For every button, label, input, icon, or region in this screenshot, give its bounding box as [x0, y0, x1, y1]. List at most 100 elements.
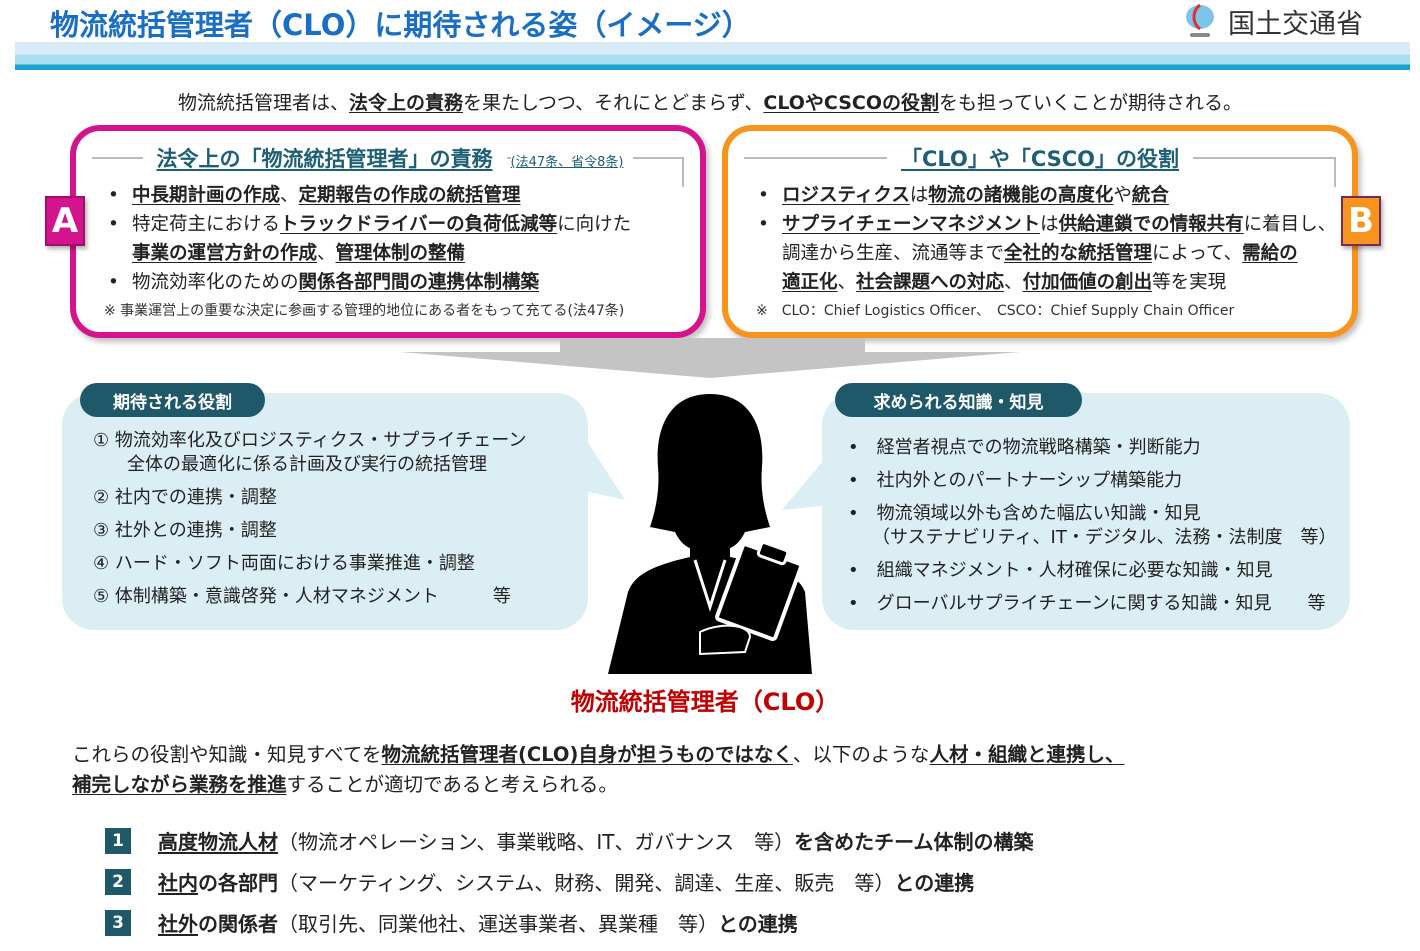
conclusion-text: これらの役割や知識・知見すべてを物流統括管理者(CLO)自身が担うものではなく、… — [72, 740, 1302, 800]
text-segment: 等を実現 — [1152, 272, 1227, 293]
text-segment: 、以下のような — [792, 743, 930, 766]
list-item: ロジスティクスは物流の諸機能の高度化や統合 — [756, 181, 1338, 210]
role-item: ① 物流効率化及びロジスティクス・サプライチェーン全体の最適化に係る計画及び実行… — [93, 429, 526, 477]
role-item: ③ 社外との連携・調整 — [93, 519, 526, 543]
text-segment: 物流効率化のための — [132, 272, 299, 293]
role-text: 社内での連携・調整 — [114, 487, 277, 508]
partner-item: 2 社内の各部門（マーケティング、システム、財務、開発、調達、生産、販売 等）との… — [105, 867, 974, 896]
partner-text: 社内の各部門（マーケティング、システム、財務、開発、調達、生産、販売 等）との連… — [158, 867, 974, 896]
footnote: ※ 事業運営上の重要な決定に参画する管理的地位にある者をもって充てる(法47条) — [104, 303, 625, 319]
number-badge: 3 — [105, 909, 131, 936]
role-number: ⑤ — [93, 586, 110, 607]
emphasis-text: 法令上の責務 — [348, 92, 463, 114]
emphasis-text: 適正化 — [782, 272, 838, 293]
list-item: 中長期計画の作成、定期報告の作成の統括管理 — [106, 181, 686, 210]
role-text: 社外との連携・調整 — [114, 520, 277, 541]
knowledge-item: • 組織マネジメント・人材確保に必要な知識・知見 — [848, 560, 1273, 581]
text-segment: 、 — [280, 185, 299, 206]
text-segment: （物流オペレーション、事業戦略、IT、ガバナンス 等） — [278, 830, 795, 854]
list-item: サプライチェーンマネジメントは供給連鎖での情報共有に着目し、調達から生産、流通等… — [756, 210, 1338, 297]
knowledge-text: 組織マネジメント・人材確保に必要な知識・知見 — [876, 560, 1273, 581]
required-knowledge-bubble — [822, 393, 1350, 630]
emphasis-text: トラックドライバーの負荷低減等 — [280, 214, 558, 235]
emphasis-text: 補完しながら業務を推進 — [72, 773, 287, 796]
emphasis-text: との連携 — [718, 912, 798, 936]
text-segment: をも担っていくことが期待される。 — [938, 92, 1243, 114]
page-title: 物流統括管理者（CLO）に期待される姿（イメージ） — [50, 8, 751, 42]
clo-label: 物流統括管理者（CLO） — [570, 688, 840, 716]
ministry-name: 国土交通省 — [1228, 9, 1363, 40]
text-segment: 、 — [837, 272, 857, 293]
list-item: 特定荷主におけるトラックドライバーの負荷低減等に向けた事業の運営方針の作成、管理… — [106, 210, 686, 268]
knowledge-text: グローバルサプライチェーンに関する知識・知見 等 — [876, 593, 1326, 614]
role-text: 体制構築・意識啓発・人材マネジメント 等 — [114, 586, 511, 607]
emphasis-text: 付加価値の創出 — [1022, 272, 1153, 293]
emphasis-text: 需給の — [1242, 243, 1298, 264]
emphasis-text: との連携 — [894, 871, 975, 895]
badge-b: B — [1341, 196, 1381, 246]
emphasis-text: 社会課題への対応 — [856, 272, 1005, 293]
role-item: ④ ハード・ソフト両面における事業推進・調整 — [93, 552, 526, 576]
emphasis-text: 供給連鎖での情報共有 — [1058, 214, 1244, 235]
emphasis-text: 管理体制の整備 — [335, 243, 466, 264]
text-segment: することが適切であると考えられる。 — [286, 773, 618, 796]
speech-tail — [580, 430, 625, 500]
badge-a: A — [45, 196, 85, 246]
text-segment: によって、 — [1152, 243, 1243, 264]
emphasis-text: CLOやCSCOの役割 — [763, 92, 939, 114]
partner-text: 高度物流人材（物流オペレーション、事業戦略、IT、ガバナンス 等）を含めたチーム… — [158, 826, 1034, 855]
text-segment: （マーケティング、システム、財務、開発、調達、生産、販売 等） — [278, 871, 895, 895]
role-number: ② — [93, 487, 110, 508]
emphasis-text: 物流の諸機能の高度化 — [928, 185, 1114, 206]
emphasis-text: 統合 — [1131, 185, 1169, 206]
text-segment: は — [1040, 214, 1059, 235]
role-text: ハード・ソフト両面における事業推進・調整 — [114, 553, 475, 574]
legal-duties-box: 法令上の「物流統括管理者」の責務(法47条、省令8条) 中長期計画の作成、定期報… — [70, 125, 706, 338]
text-segment: これらの役割や知識・知見すべてを — [72, 743, 382, 766]
text-segment: を果たしつつ、それにとどまらず、 — [462, 92, 764, 114]
legal-reference: (法47条、省令8条) — [510, 155, 634, 170]
text-segment: に向けた — [557, 214, 632, 235]
knowledge-text: （サステナビリティ、IT・デジタル、法務・法制度 等） — [872, 527, 1337, 548]
emphasis-text: 関係各部門間の連携体制構築 — [298, 272, 540, 293]
text-segment: 調達から生産、流通等まで — [782, 243, 1005, 264]
role-text: 物流効率化及びロジスティクス・サプライチェーン — [114, 430, 527, 451]
knowledge-item: • 社内外とのパートナーシップ構築能力 — [848, 470, 1183, 491]
emphasis-text: 物流統括管理者(CLO)自身が担うものではなく — [381, 743, 793, 766]
emphasis-text: の関係者 — [198, 912, 278, 936]
text-segment: に着目し、 — [1243, 214, 1337, 235]
knowledge-item: • 経営者視点での物流戦略構築・判断能力 — [848, 437, 1201, 458]
emphasis-text: 事業の運営方針の作成 — [132, 243, 318, 264]
intro-text: 物流統括管理者は、法令上の責務を果たしつつ、それにとどまらず、CLOやCSCOの… — [0, 88, 1420, 115]
number-badge: 2 — [105, 868, 131, 895]
emphasis-text: を含めたチーム体制の構築 — [794, 830, 1034, 854]
knowledge-text: 経営者視点での物流戦略構築・判断能力 — [876, 437, 1201, 458]
emphasis-text: サプライチェーンマネジメント — [782, 214, 1041, 235]
emphasis-text: 定期報告の作成の統括管理 — [298, 185, 521, 206]
ministry-logo: 国土交通省 — [1180, 2, 1363, 41]
speech-tail — [782, 450, 832, 510]
emphasis-text: 全社的な統括管理 — [1004, 243, 1153, 264]
knowledge-text: 社内外とのパートナーシップ構築能力 — [876, 470, 1183, 491]
expected-roles-label: 期待される役割 — [80, 383, 265, 417]
partner-item: 3 社外の関係者（取引先、同業他社、運送事業者、異業種 等）との連携 — [105, 908, 798, 937]
number-badge: 1 — [105, 827, 131, 854]
partner-text: 社外の関係者（取引先、同業他社、運送事業者、異業種 等）との連携 — [158, 908, 798, 937]
emphasis-text: 社外 — [158, 912, 198, 936]
knowledge-item: • 物流領域以外も含めた幅広い知識・知見（サステナビリティ、IT・デジタル、法務… — [848, 503, 1337, 548]
footnote: ※ CLO：Chief Logistics Officer、 CSCO：Chie… — [756, 303, 1235, 319]
knowledge-item: • グローバルサプライチェーンに関する知識・知見 等 — [848, 593, 1326, 614]
role-text: 全体の最適化に係る計画及び実行の統括管理 — [127, 454, 487, 475]
funnel-arrow-icon — [400, 338, 1020, 378]
role-number: ① — [93, 430, 110, 451]
expected-roles-bubble — [62, 393, 588, 630]
partner-item: 1 高度物流人材（物流オペレーション、事業戦略、IT、ガバナンス 等）を含めたチー… — [105, 826, 1034, 855]
text-segment: や — [1113, 185, 1132, 206]
role-number: ④ — [93, 553, 110, 574]
text-segment: は — [909, 185, 929, 206]
text-segment: 特定荷主における — [132, 214, 281, 235]
text-segment: 、 — [317, 243, 336, 264]
header-band — [15, 42, 1410, 70]
text-segment: 物流統括管理者は、 — [177, 92, 349, 114]
clo-csco-role-box: 「CLO」や「CSCO」の役割 ロジスティクスは物流の諸機能の高度化や統合 サプ… — [722, 125, 1358, 338]
